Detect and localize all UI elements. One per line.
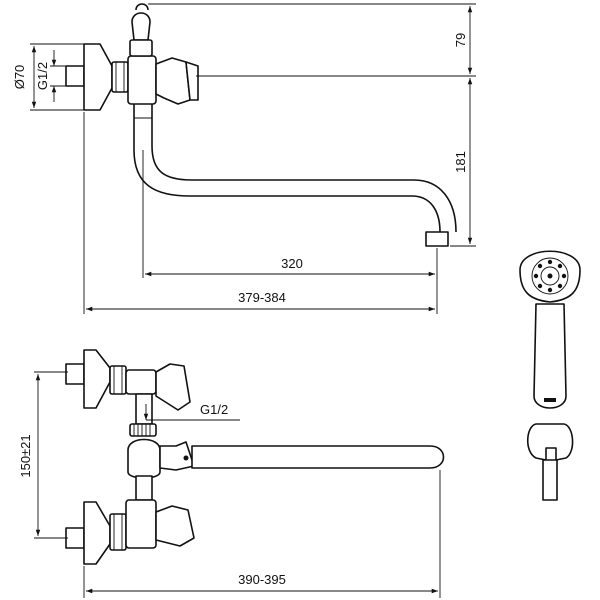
spray-face bbox=[531, 257, 569, 295]
diverter-collar bbox=[129, 39, 153, 57]
lower-tube bbox=[135, 475, 153, 501]
upper-nut bbox=[109, 365, 127, 395]
dim-inlet-spacing: 150±21 bbox=[18, 434, 33, 477]
upper-body bbox=[125, 369, 157, 395]
hose-hook bbox=[131, 12, 151, 41]
valve-handle bbox=[155, 57, 191, 105]
diverter-body bbox=[159, 441, 195, 471]
inlet-stub bbox=[65, 65, 85, 87]
dim-thread-top: G1/2 bbox=[35, 62, 50, 90]
upper-tube bbox=[135, 393, 153, 425]
dim-spout-reach: 320 bbox=[281, 256, 303, 271]
side-view: Ø70 G1/2 79 181 320 379-384 bbox=[12, 3, 476, 314]
spout-collar bbox=[127, 438, 161, 479]
dim-reach-total-bottom: 390-395 bbox=[238, 572, 286, 587]
lower-handle bbox=[155, 505, 195, 547]
lower-inlet-stub bbox=[65, 527, 85, 549]
dim-height-top: 79 bbox=[453, 33, 468, 47]
holder-stem bbox=[542, 459, 558, 501]
upper-inlet-stub bbox=[65, 363, 85, 385]
lower-body bbox=[125, 499, 157, 549]
spout-top bbox=[191, 445, 445, 469]
dim-diameter-flange: Ø70 bbox=[12, 65, 27, 90]
dim-thread-diverter: G1/2 bbox=[200, 402, 228, 417]
shower-holder bbox=[526, 423, 574, 461]
dim-reach-total-top: 379-384 bbox=[238, 290, 286, 305]
lower-nut bbox=[109, 513, 127, 551]
aerator bbox=[425, 231, 449, 247]
valve-body bbox=[127, 55, 157, 105]
hand-shower-view bbox=[519, 250, 581, 501]
top-view: G1/2 150±21 390-395 bbox=[18, 349, 445, 598]
shower-handle bbox=[533, 303, 567, 409]
dim-spout-height: 181 bbox=[453, 151, 468, 173]
spray-nozzles-icon bbox=[533, 259, 567, 293]
upper-handle bbox=[155, 363, 191, 411]
body-nut bbox=[111, 61, 129, 93]
lower-flange bbox=[83, 501, 111, 565]
upper-flange bbox=[83, 349, 111, 409]
diverter-knob bbox=[129, 423, 157, 437]
spout bbox=[133, 104, 441, 233]
wall-flange bbox=[83, 43, 113, 111]
